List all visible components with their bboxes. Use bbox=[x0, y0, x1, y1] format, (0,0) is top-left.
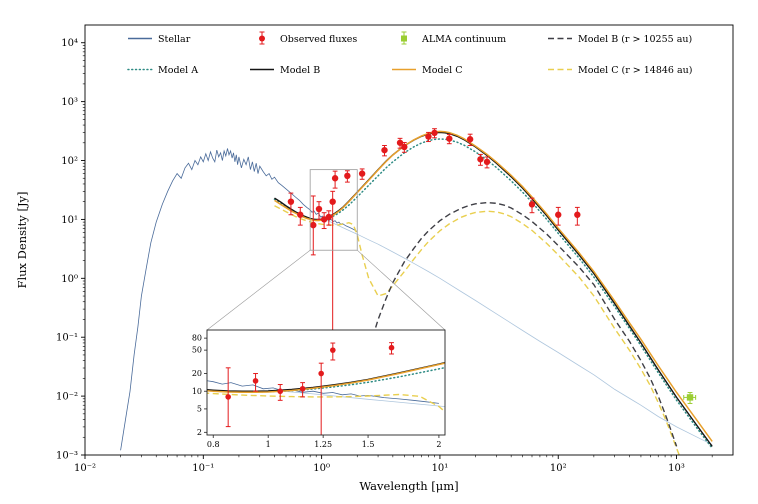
chart-generated-content: 0.8 1 1.25 1.5 2 2 5 10 20 50 80 10⁻² 10⁻¹ 10⁰ 10¹ 10² 1… bbox=[56, 24, 734, 474]
observed-fluxes-marker bbox=[118, 371, 124, 377]
legend-label: Model C bbox=[422, 65, 462, 76]
alma-continuum-marker bbox=[686, 394, 694, 401]
series-stellar-tail bbox=[321, 217, 713, 445]
observed-fluxes-marker bbox=[425, 133, 432, 140]
legend-label: Observed fluxes bbox=[280, 34, 357, 45]
inset-y-tick-label: 2 bbox=[197, 428, 202, 437]
inset-x-tick-label: 0.8 bbox=[207, 440, 220, 449]
observed-fluxes-marker bbox=[318, 370, 324, 377]
observed-fluxes-marker bbox=[330, 347, 336, 353]
legend-item-model-c: Model C bbox=[392, 65, 462, 76]
legend-label: Stellar bbox=[158, 34, 191, 45]
main-plot-area bbox=[120, 128, 713, 455]
legend-item-stellar: Stellar bbox=[128, 34, 191, 45]
x-axis-label: Wavelength [μm] bbox=[359, 479, 458, 493]
observed-fluxes-marker bbox=[344, 172, 351, 180]
inset-connector-right bbox=[357, 249, 446, 331]
observed-fluxes-marker bbox=[225, 394, 231, 400]
observed-fluxes-marker bbox=[252, 378, 259, 384]
observed-fluxes-marker bbox=[460, 343, 466, 349]
observed-fluxes-marker bbox=[574, 211, 581, 218]
legend-label: Model B bbox=[280, 65, 320, 76]
observed-fluxes-marker bbox=[662, 316, 668, 322]
observed-fluxes-marker bbox=[277, 388, 284, 395]
y-tick-label: 10⁴ bbox=[61, 38, 78, 49]
legend-label: ALMA continuum bbox=[421, 34, 506, 45]
observed-fluxes-marker bbox=[567, 319, 573, 325]
x-tick-label: 10³ bbox=[668, 463, 685, 474]
observed-fluxes-marker bbox=[388, 344, 395, 351]
observed-fluxes-marker bbox=[466, 136, 474, 143]
y-axis-label: Flux Density [Jy] bbox=[15, 191, 29, 288]
observed-fluxes-marker bbox=[358, 170, 366, 177]
y-tick-label: 10² bbox=[61, 156, 78, 167]
inset-y-tick-label: 20 bbox=[192, 369, 202, 378]
y-tick-label: 10³ bbox=[61, 97, 78, 108]
observed-fluxes-marker bbox=[381, 146, 388, 154]
x-tick-label: 10⁻² bbox=[74, 463, 96, 474]
observed-fluxes-marker bbox=[287, 198, 295, 205]
inset-plot: 0.8 1 1.25 1.5 2 2 5 10 20 50 80 bbox=[118, 312, 668, 449]
x-tick-label: 10⁰ bbox=[313, 463, 330, 474]
y-tick-label: 10⁰ bbox=[61, 274, 78, 285]
inset-zoom-region bbox=[309, 169, 358, 251]
x-tick-label: 10² bbox=[550, 463, 567, 474]
legend-label: Model C (r > 14846 au) bbox=[578, 65, 692, 76]
observed-fluxes-marker bbox=[329, 198, 336, 205]
x-tick-label: 10⁻¹ bbox=[192, 463, 214, 474]
observed-fluxes-marker bbox=[325, 213, 333, 221]
observed-fluxes-marker bbox=[431, 129, 438, 137]
observed-fluxes-marker bbox=[555, 211, 562, 218]
observed-fluxes-marker bbox=[446, 135, 453, 142]
observed-fluxes-marker bbox=[483, 158, 491, 166]
inset-x-tick-label: 1.25 bbox=[314, 440, 332, 449]
inset-y-tick-label: 80 bbox=[192, 334, 202, 343]
series-model-c-restricted bbox=[207, 392, 445, 413]
alma-legend-marker-icon bbox=[401, 35, 407, 42]
series-model-b-restricted bbox=[356, 201, 678, 447]
series-model-b bbox=[207, 361, 445, 392]
observed-fluxes-marker bbox=[401, 143, 408, 151]
legend-item-model-b-restricted: Model B (r > 10255 au) bbox=[548, 34, 692, 45]
y-tick-label: 10¹ bbox=[61, 215, 78, 226]
y-tick-label: 10⁻¹ bbox=[56, 333, 78, 344]
observed-fluxes-marker bbox=[477, 156, 484, 163]
observed-fluxes-marker bbox=[528, 201, 536, 208]
legend-item-model-c-restricted: Model C (r > 14846 au) bbox=[548, 65, 692, 76]
observed-fluxes-marker bbox=[163, 384, 169, 390]
observed-fluxes-marker bbox=[297, 211, 304, 218]
series-model-c bbox=[207, 362, 445, 394]
observed-fluxes-marker bbox=[310, 221, 317, 229]
y-tick-label: 10⁻³ bbox=[56, 451, 78, 462]
observed-fluxes-marker bbox=[315, 205, 323, 213]
observed-fluxes-marker bbox=[396, 139, 404, 146]
observed-fluxes-marker bbox=[331, 175, 339, 182]
legend-item-model-b: Model B bbox=[250, 65, 320, 76]
observed-fluxes-marker bbox=[299, 385, 306, 392]
legend-item-alma-continuum: ALMA continuum bbox=[401, 31, 506, 45]
axes-frame bbox=[84, 24, 734, 456]
inset-x-tick-label: 1 bbox=[266, 440, 271, 449]
observed-fluxes-marker bbox=[641, 312, 647, 318]
legend-label: Model A bbox=[158, 65, 198, 76]
inset-y-tick-label: 5 bbox=[197, 405, 202, 414]
y-tick-label: 10⁻² bbox=[56, 392, 78, 403]
x-tick-label: 10¹ bbox=[432, 463, 449, 474]
inset-y-tick-label: 50 bbox=[192, 346, 202, 355]
inset-x-tick-label: 2 bbox=[436, 440, 441, 449]
inset-connector-left bbox=[206, 249, 311, 331]
legend-label: Model B (r > 10255 au) bbox=[578, 34, 692, 45]
legend-item-model-a: Model A bbox=[127, 65, 198, 76]
series-model-c bbox=[274, 130, 713, 442]
inset-x-tick-label: 1.5 bbox=[362, 440, 375, 449]
observed-legend-marker-icon bbox=[259, 35, 265, 42]
legend-item-observed-fluxes: Observed fluxes bbox=[259, 31, 357, 45]
inset-frame bbox=[206, 329, 446, 436]
inset-y-tick-label: 10 bbox=[192, 387, 202, 396]
